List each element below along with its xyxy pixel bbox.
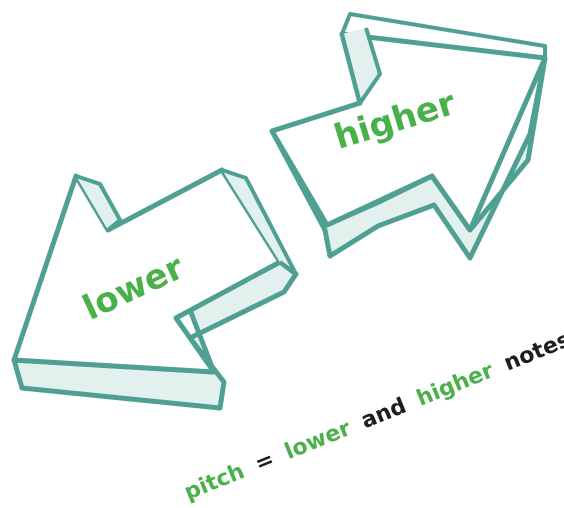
higher-arrow-bevel xyxy=(340,12,547,58)
caption-word-higher: higher xyxy=(413,358,497,411)
caption-word-notes: notes xyxy=(501,327,564,376)
caption-word-and: and xyxy=(358,394,410,435)
lower-arrow-side xyxy=(11,259,299,411)
caption-equals: = xyxy=(252,447,278,477)
lower-arrow-bevel xyxy=(75,168,298,276)
pitch-caption: pitch = lower and higher notes xyxy=(181,327,564,505)
lower-arrow xyxy=(11,167,299,411)
higher-arrow xyxy=(269,12,548,261)
caption-word-pitch: pitch xyxy=(181,459,248,506)
higher-arrow-notch xyxy=(340,27,382,105)
caption-word-lower: lower xyxy=(281,416,354,465)
